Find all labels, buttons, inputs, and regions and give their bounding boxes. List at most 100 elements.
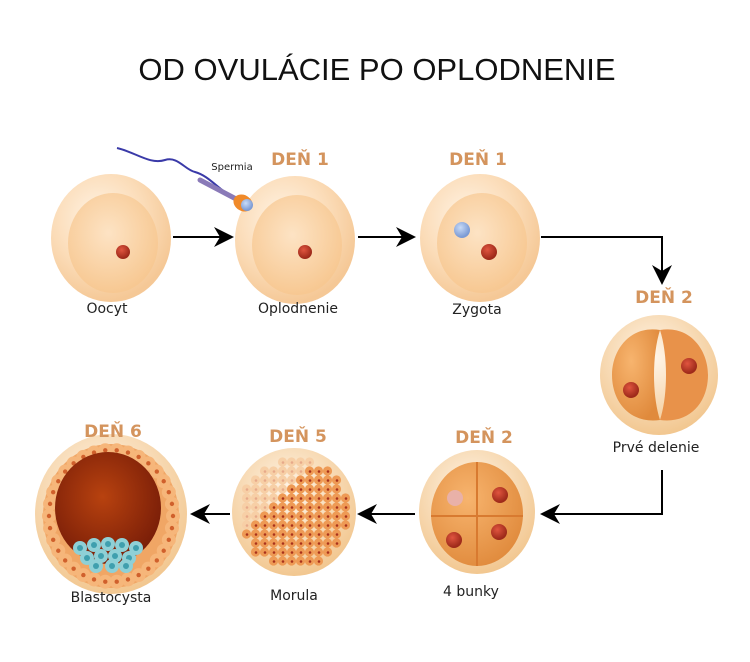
morula-nucleus <box>254 542 258 545</box>
morula-nucleus <box>308 497 312 500</box>
morula-nucleus <box>299 524 303 527</box>
morula-nucleus <box>281 542 285 545</box>
morula-nucleus <box>308 515 312 518</box>
morula-nucleus <box>281 524 285 527</box>
morula-nucleus <box>299 488 303 491</box>
morula-nucleus <box>290 533 294 536</box>
morula-nucleus <box>263 542 267 545</box>
morula-nucleus <box>326 515 330 518</box>
nucleus <box>298 245 312 259</box>
trophoblast-nucleus <box>114 448 119 453</box>
morula-nucleus <box>326 506 330 509</box>
trophoblast-nucleus <box>50 489 56 495</box>
morula-nucleus <box>263 497 267 500</box>
morula-nucleus <box>245 488 249 491</box>
morula-nucleus <box>290 551 294 554</box>
nucleus <box>481 244 497 260</box>
trophoblast-nucleus <box>166 489 172 495</box>
morula-nucleus <box>344 524 348 527</box>
morula-nucleus <box>281 470 285 473</box>
morula-nucleus <box>254 506 258 509</box>
morula-nucleus <box>263 533 267 536</box>
stage-label-oplodnenie: Oplodnenie <box>257 301 339 317</box>
morula-nucleus <box>299 497 303 500</box>
morula-nucleus <box>245 533 249 536</box>
nucleus <box>116 245 130 259</box>
morula-nucleus <box>281 488 285 491</box>
trophoblast-nucleus <box>125 577 131 582</box>
morula-nucleus <box>245 515 249 518</box>
morula-nucleus <box>281 506 285 509</box>
morula-nucleus <box>317 470 321 473</box>
trophoblast-nucleus <box>166 537 172 543</box>
male-pronucleus <box>454 222 470 238</box>
day-label-prve-delenie: DEŇ 2 <box>635 288 693 308</box>
morula-nucleus <box>317 488 321 491</box>
morula-nucleus <box>272 488 276 491</box>
morula-nucleus <box>254 488 258 491</box>
morula-nucleus <box>308 470 312 473</box>
morula-nucleus <box>263 470 267 473</box>
morula-nucleus <box>344 497 348 500</box>
morula-nucleus <box>245 524 249 527</box>
morula-nucleus <box>335 524 339 527</box>
morula-nucleus <box>344 506 348 509</box>
trophoblast-nucleus <box>103 579 108 584</box>
morula-nucleus <box>290 497 294 500</box>
trophoblast-nucleus <box>47 525 53 531</box>
trophoblast-nucleus <box>146 461 151 466</box>
trophoblast-nucleus <box>47 501 53 507</box>
trophoblast-nucleus <box>125 450 131 455</box>
morula-nucleus <box>263 479 267 482</box>
morula-nucleus <box>335 506 339 509</box>
trophoblast-nucleus <box>91 450 97 455</box>
morula-nucleus <box>335 497 339 500</box>
morula-nucleus <box>290 542 294 545</box>
inner-cell-mass-nucleus <box>133 545 139 551</box>
morula-nucleus <box>245 506 249 509</box>
morula-nucleus <box>281 533 285 536</box>
morula-nucleus <box>290 506 294 509</box>
trophoblast-nucleus <box>91 577 97 582</box>
trophoblast-nucleus <box>103 448 108 453</box>
morula-nucleus <box>272 497 276 500</box>
stage-label-prve-delenie: Prvé delenie <box>612 440 700 456</box>
zygote-cell <box>420 174 540 302</box>
morula-nucleus <box>299 506 303 509</box>
morula-nucleus <box>326 479 330 482</box>
morula-nucleus <box>326 533 330 536</box>
morula-nucleus <box>263 551 267 554</box>
morula-nucleus <box>281 551 285 554</box>
morula-nucleus <box>263 524 267 527</box>
morula-nucleus <box>317 524 321 527</box>
day-label-4-bunky: DEŇ 2 <box>455 428 513 448</box>
trophoblast-nucleus <box>154 469 160 474</box>
morula-nucleus <box>263 488 267 491</box>
morula-nucleus <box>272 524 276 527</box>
trophoblast-nucleus <box>161 479 166 484</box>
morula-nucleus <box>272 470 276 473</box>
two-cell-embryo <box>600 315 718 435</box>
morula-nucleus <box>272 506 276 509</box>
morula-nucleus <box>335 488 339 491</box>
morula-nucleus <box>308 560 312 563</box>
morula-nucleus <box>272 542 276 545</box>
four-cell-embryo <box>419 450 535 574</box>
day-label-oplodnenie: DEŇ 1 <box>271 150 329 170</box>
morula-nucleus <box>263 515 267 518</box>
blastocyst-cell <box>35 434 187 594</box>
inner-cell-mass-nucleus <box>119 542 125 548</box>
morula-nucleus <box>326 551 330 554</box>
morula-nucleus <box>317 497 321 500</box>
trophoblast-nucleus <box>50 537 56 543</box>
morula-nucleus <box>254 497 258 500</box>
morula-nucleus <box>299 551 303 554</box>
morula-nucleus <box>290 560 294 563</box>
morula-nucleus <box>335 542 339 545</box>
stage-label-4-bunky: 4 bunky <box>443 584 499 600</box>
morula-nucleus <box>272 533 276 536</box>
morula-nucleus <box>281 479 285 482</box>
day-label-zygota: DEŇ 1 <box>449 150 507 170</box>
trophoblast-nucleus <box>62 558 68 563</box>
morula-nucleus <box>254 524 258 527</box>
